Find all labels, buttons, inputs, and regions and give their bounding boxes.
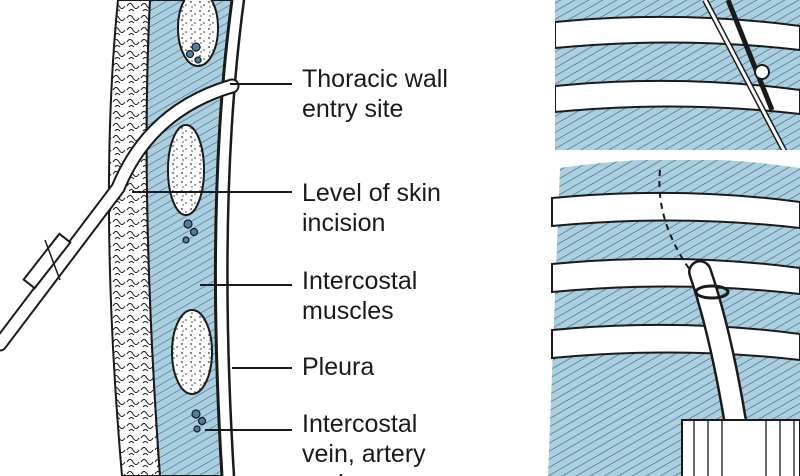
clamp-handle bbox=[22, 232, 72, 290]
label-thoracic-wall-entry-site: Thoracic wall entry site bbox=[302, 65, 448, 123]
suture-knot bbox=[694, 284, 730, 300]
pleura-line bbox=[213, 0, 234, 476]
rib-band bbox=[551, 323, 800, 362]
rib-band bbox=[551, 191, 800, 230]
rib-band bbox=[551, 257, 800, 296]
leader-lines bbox=[132, 83, 292, 431]
lower-right-panel bbox=[548, 160, 800, 476]
label-intercostal-muscles: Intercostal muscles bbox=[302, 267, 418, 325]
upper-right-panel bbox=[555, 0, 800, 150]
label-intercostal-vessels: Intercostal vein, artery and nerve bbox=[302, 410, 426, 476]
thoracic-wall-section bbox=[0, 0, 246, 476]
label-level-of-skin-incision: Level of skin incision bbox=[302, 179, 441, 237]
label-pleura: Pleura bbox=[302, 353, 375, 381]
rib-band bbox=[555, 79, 800, 116]
neurovascular-bundle bbox=[182, 42, 207, 433]
gauze-dressing bbox=[681, 419, 800, 476]
